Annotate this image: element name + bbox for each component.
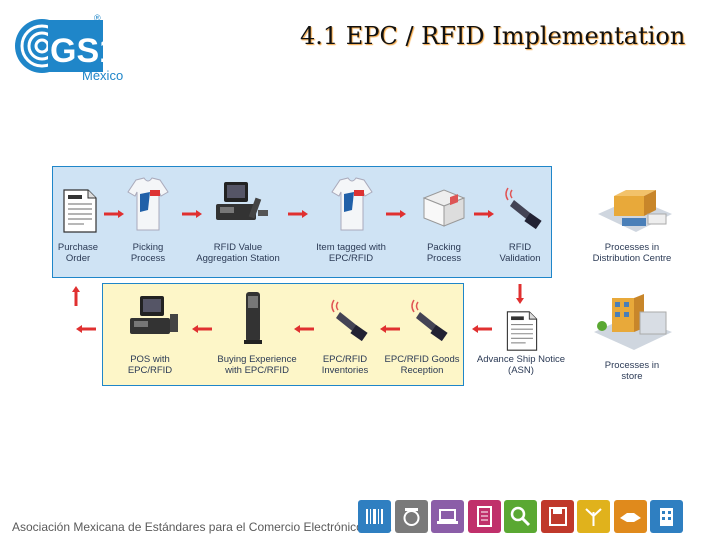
- logo-registered: ®: [94, 13, 101, 23]
- label-goods-reception: EPC/RFID Goods Reception: [384, 354, 460, 376]
- label-rfid-validation: RFID Validation: [499, 242, 541, 264]
- document-icon: [504, 310, 540, 357]
- arrow-right-icon: [386, 205, 406, 223]
- arrow-left-icon: [192, 320, 212, 338]
- rfid-scanner-icon: [406, 298, 454, 347]
- handshake-icon[interactable]: [613, 500, 647, 533]
- arrow-down-icon: [516, 284, 524, 309]
- label-inventories: EPC/RFID Inventories: [321, 354, 369, 376]
- arrow-right-icon: [182, 205, 202, 223]
- arrow-left-icon: [380, 320, 400, 338]
- arrow-left-icon: [294, 320, 314, 338]
- floppy-icon[interactable]: [540, 500, 574, 533]
- laptop-icon[interactable]: [431, 500, 464, 533]
- packed-box-icon: [420, 186, 468, 233]
- arrow-up-icon: [72, 286, 80, 311]
- label-picking-process: Picking Process: [130, 242, 166, 264]
- arrow-right-icon: [474, 205, 494, 223]
- label-processes-dc: Processes in Distribution Centre: [592, 242, 672, 264]
- pos-terminal-icon: [126, 294, 182, 347]
- arrow-left-icon: [76, 320, 96, 338]
- footer-text: Asociación Mexicana de Estándares para e…: [12, 520, 393, 534]
- network-icon[interactable]: [577, 500, 610, 533]
- kiosk-icon: [240, 290, 266, 351]
- pos-station-icon: [212, 180, 272, 233]
- label-packing-process: Packing Process: [426, 242, 462, 264]
- logo-brand: GS1: [50, 32, 118, 70]
- store-icon: [590, 292, 676, 359]
- magnifier-icon[interactable]: [504, 500, 537, 533]
- rfid-scanner-icon: [500, 186, 548, 235]
- rfid-scanner-icon: [326, 298, 374, 347]
- label-asn: Advance Ship Notice (ASN): [476, 354, 566, 376]
- logo-country: México: [82, 68, 123, 82]
- arrow-right-icon: [288, 205, 308, 223]
- arrow-right-icon: [104, 205, 124, 223]
- tshirt-icon: [126, 176, 170, 237]
- label-processes-store: Processes in store: [604, 360, 660, 382]
- tagged-tshirt-icon: [330, 176, 374, 237]
- gs1-logo: GS1 México ®: [10, 10, 140, 83]
- document-list-icon[interactable]: [467, 500, 501, 533]
- label-rfid-value-station: RFID Value Aggregation Station: [196, 242, 280, 264]
- barcode-icon[interactable]: [358, 500, 391, 533]
- building-icon[interactable]: [650, 500, 683, 533]
- label-purchase-order: Purchase Order: [57, 242, 99, 264]
- label-buying-experience: Buying Experience with EPC/RFID: [217, 354, 297, 376]
- page-title: 4.1 EPC / RFID Implementation: [300, 22, 686, 50]
- distribution-centre-icon: [592, 180, 676, 245]
- document-icon: [62, 188, 98, 239]
- label-pos: POS with EPC/RFID: [127, 354, 173, 376]
- label-item-tagged: Item tagged with EPC/RFID: [316, 242, 386, 264]
- scale-icon[interactable]: [394, 500, 428, 533]
- arrow-left-icon: [472, 320, 492, 338]
